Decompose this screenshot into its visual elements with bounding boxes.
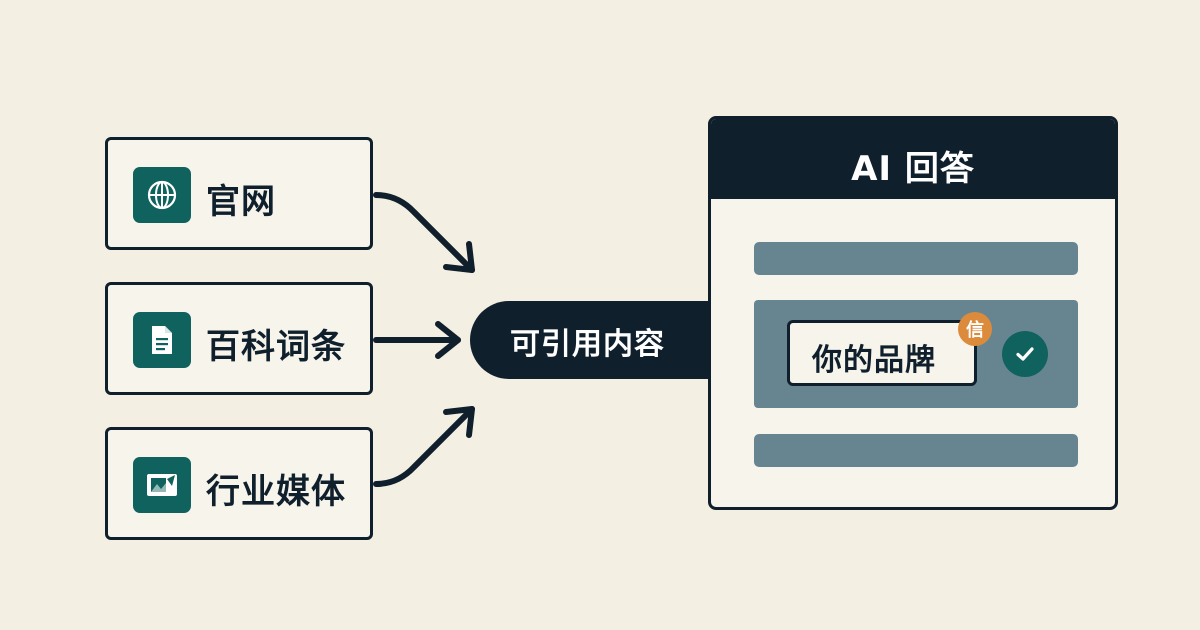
source-label: 百科词条 [206,327,346,367]
citable-content-label: 可引用内容 [510,327,665,362]
answer-text-line [754,434,1078,467]
check-icon [1002,331,1048,377]
source-card-industry-media: 行业媒体 [105,427,373,540]
media-icon [133,457,191,513]
globe-icon [133,167,191,223]
answer-text-line [754,242,1078,275]
arrow-from-industry-media [373,406,475,487]
source-label: 行业媒体 [206,472,346,512]
source-card-official-site: 官网 [105,137,373,250]
arrow-from-official-site [373,192,475,273]
ai-answer-panel: AI 回答 你的品牌 信 [708,116,1118,510]
brand-label: 你的品牌 [812,343,936,378]
source-label: 官网 [206,182,276,222]
document-icon [133,312,191,368]
answer-title: AI 回答 [851,149,975,189]
trust-badge: 信 [958,312,992,346]
brand-box: 你的品牌 [787,320,977,386]
source-card-encyclopedia: 百科词条 [105,282,373,395]
answer-header: AI 回答 [711,119,1115,199]
brand-highlight-row: 你的品牌 信 [754,300,1078,408]
